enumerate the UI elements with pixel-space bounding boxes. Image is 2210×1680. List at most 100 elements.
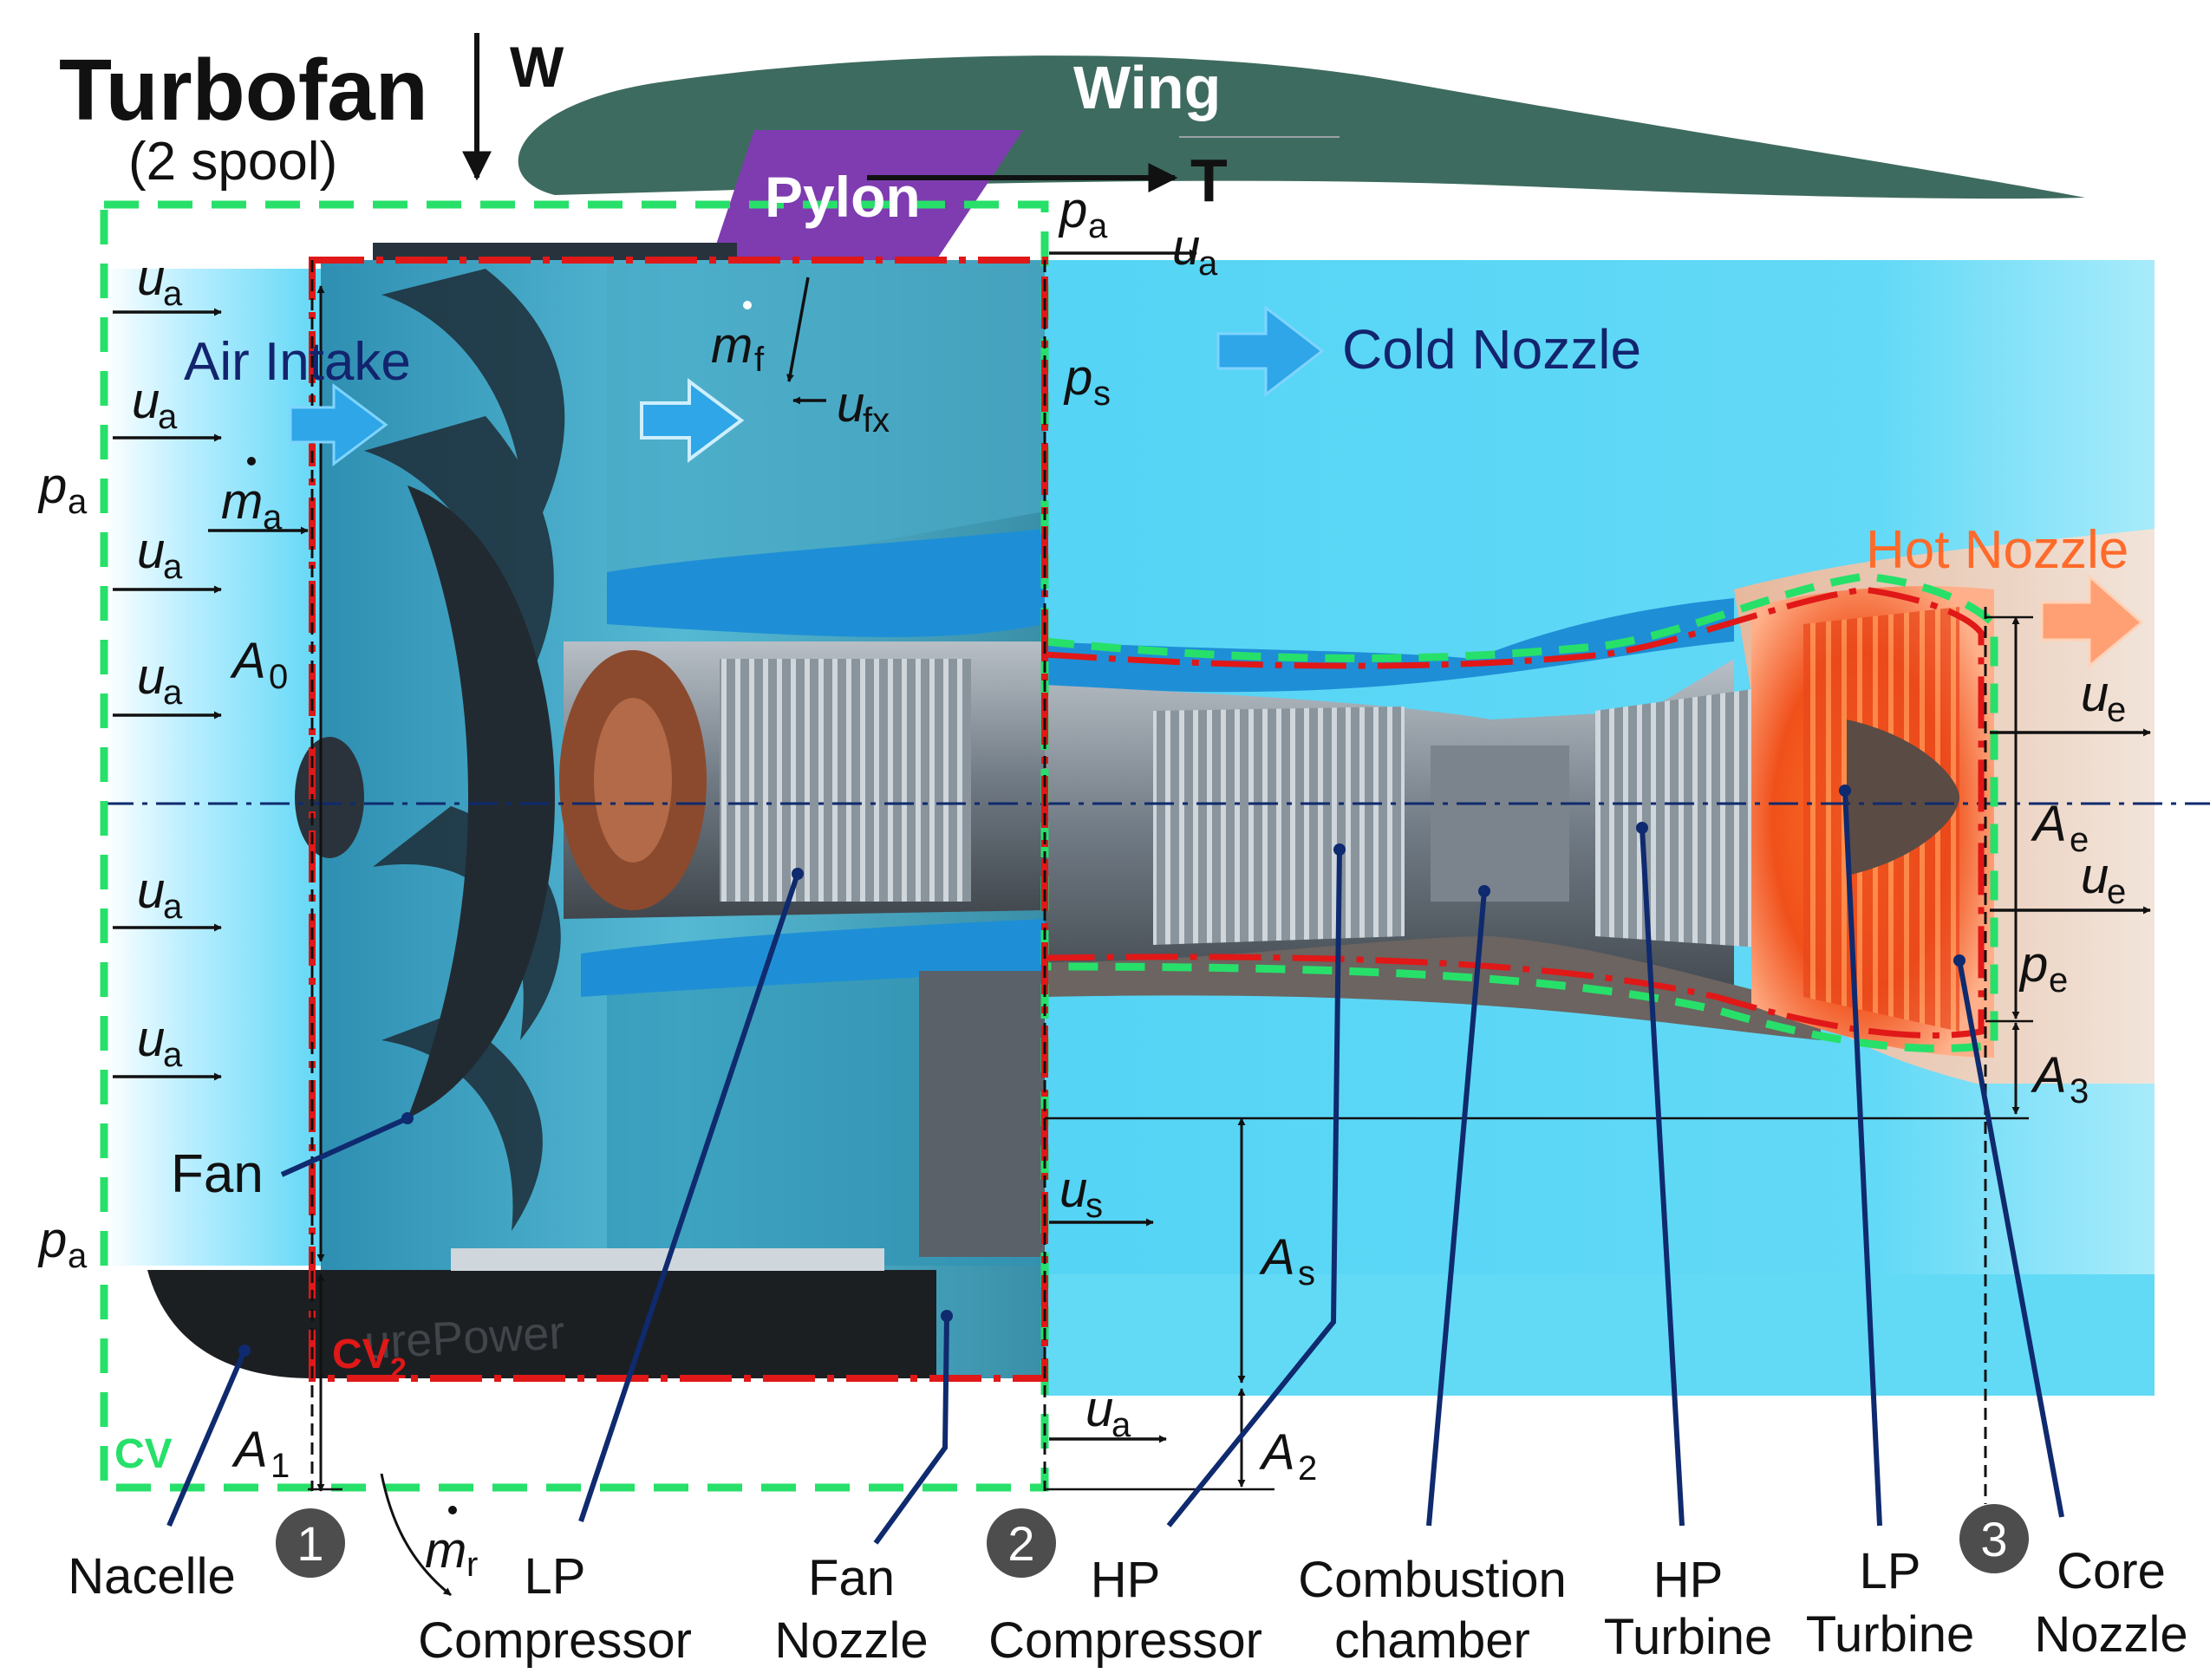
control-volume-hot-boundary [1044, 572, 1998, 1052]
recirculation-flow-arrow [380, 1473, 452, 1597]
component-label-combustion-chamber: Combustion chamber [1298, 1552, 1566, 1669]
svg-text:fx: fx [863, 401, 890, 440]
svg-text:A: A [2031, 1047, 2067, 1104]
svg-text:e: e [2049, 961, 2068, 1000]
svg-text:u: u [2081, 666, 2109, 722]
core-nozzle-plug [1847, 720, 1959, 876]
svg-text:Compressor: Compressor [988, 1612, 1262, 1669]
leader-hp-compressor [1166, 843, 1346, 1527]
svg-text:3: 3 [2070, 1072, 2089, 1110]
svg-text:CV: CV [332, 1332, 390, 1377]
symbol-ua-top: ua [1172, 219, 1218, 283]
gearbox-inner [594, 698, 672, 863]
symbol-ua-5: ua [137, 863, 183, 926]
svg-text:a: a [1198, 244, 1218, 283]
symbol-ua-bottom: ua [1085, 1381, 1131, 1444]
svg-text:a: a [158, 398, 178, 436]
svg-text:HP: HP [1091, 1552, 1161, 1608]
pylon-label: Pylon [765, 165, 921, 229]
svg-text:r: r [466, 1546, 478, 1584]
symbol-ua-1: ua [137, 250, 183, 313]
core-outer-duct-lower [581, 919, 1045, 997]
hot-nozzle-flow-arrow [2040, 573, 2144, 669]
svg-text:a: a [1112, 1406, 1131, 1444]
svg-text:2: 2 [390, 1352, 407, 1385]
svg-text:e: e [2107, 873, 2126, 911]
diagram-title: Turbofan [59, 42, 428, 139]
svg-text:A: A [2031, 796, 2067, 852]
symbol-ua-4: ua [137, 648, 183, 712]
fan-duct-flow-arrow [640, 378, 745, 463]
svg-text:a: a [263, 498, 283, 537]
component-label-lp-compressor: LP Compressor [418, 1548, 692, 1669]
symbol-us: us [1059, 1162, 1103, 1225]
hp-core-lower-shell [1045, 936, 1821, 1040]
svg-text:u: u [1172, 219, 1200, 276]
svg-text:Turbine: Turbine [1604, 1609, 1773, 1665]
svg-text:m: m [711, 317, 753, 374]
hp-compressor-blades [1153, 707, 1405, 945]
svg-text:u: u [137, 250, 165, 306]
svg-text:p: p [1063, 349, 1092, 406]
combustor [1431, 746, 1569, 902]
fan-leader [280, 1112, 414, 1177]
svg-text:p: p [37, 1212, 67, 1268]
svg-text:s: s [1093, 374, 1111, 413]
hot-nozzle-label: Hot Nozzle [1866, 520, 2129, 580]
svg-text:u: u [2081, 848, 2109, 904]
leader-fan-nozzle [873, 1310, 953, 1545]
svg-text:HP: HP [1653, 1552, 1724, 1608]
svg-text:LP: LP [525, 1548, 586, 1605]
svg-text:a: a [163, 1036, 183, 1074]
svg-text:CV: CV [114, 1431, 173, 1477]
svg-text:u: u [137, 1011, 165, 1067]
cold-nozzle-label: Cold Nozzle [1342, 318, 1641, 381]
component-label-lp-turbine: LP Turbine [1806, 1543, 1975, 1663]
svg-text:s: s [1085, 1187, 1103, 1225]
svg-text:m: m [221, 473, 263, 530]
inflow-arrows [113, 249, 2151, 1443]
lp-compressor-blades [720, 659, 971, 902]
station-marker-2: 2 [987, 1508, 1056, 1578]
svg-text:u: u [1085, 1381, 1113, 1437]
leader-lp-turbine [1839, 785, 1882, 1527]
svg-text:a: a [1088, 207, 1108, 245]
svg-text:f: f [754, 341, 765, 379]
svg-text:0: 0 [269, 658, 288, 696]
svg-text:3: 3 [1980, 1512, 2007, 1566]
thrust-label: T [1190, 147, 1228, 214]
svg-text:1: 1 [271, 1447, 290, 1485]
fan-strut-lower [919, 971, 1045, 1257]
svg-text:a: a [163, 674, 183, 712]
wing-label: Wing [1073, 54, 1221, 121]
spinner [295, 737, 364, 858]
pylon [711, 130, 1023, 260]
svg-text:s: s [1298, 1254, 1315, 1293]
svg-text:p: p [37, 458, 67, 514]
leader-combustion-chamber [1426, 885, 1490, 1527]
svg-text:u: u [132, 373, 160, 429]
svg-text:Nozzle: Nozzle [2034, 1606, 2187, 1663]
component-label-core-nozzle: Core Nozzle [2034, 1543, 2187, 1663]
svg-text:A: A [1259, 1229, 1295, 1286]
leader-nacelle [166, 1345, 251, 1527]
nacelle-top [373, 243, 737, 260]
core-outer-duct-upper [607, 529, 1045, 637]
svg-text:u: u [137, 863, 165, 919]
svg-text:u: u [137, 523, 165, 579]
symbol-ue-upper: ue [2081, 666, 2126, 729]
component-label-fan-nozzle: Fan Nozzle [774, 1550, 928, 1669]
svg-text:2: 2 [1298, 1449, 1317, 1488]
component-leaders [166, 785, 2064, 1545]
svg-text:u: u [1059, 1162, 1087, 1218]
